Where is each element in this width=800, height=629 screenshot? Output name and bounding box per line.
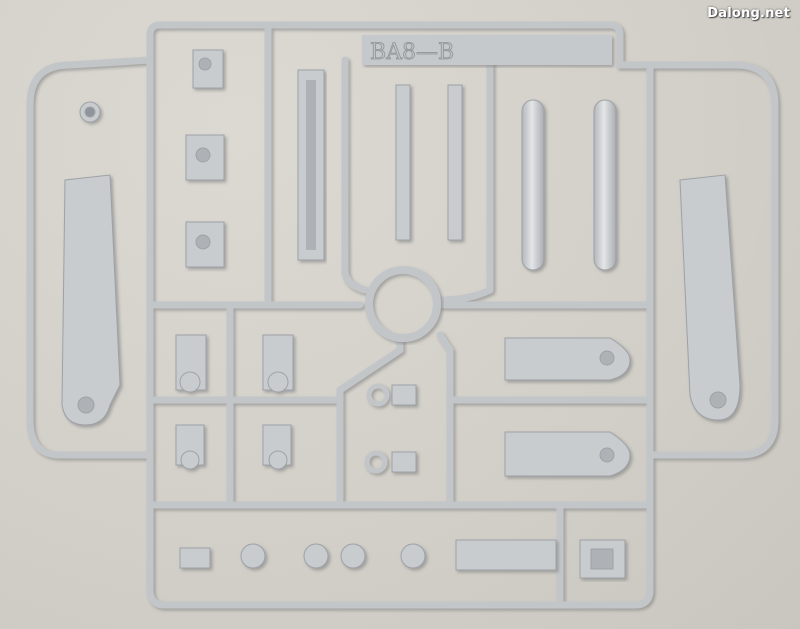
side-arm-parts: [61, 174, 741, 426]
sprue-frame: [26, 21, 779, 609]
joint-parts: [175, 334, 417, 474]
sprue-label-plate: BA8—B: [362, 35, 612, 65]
center-ring: [365, 266, 441, 342]
sprue-code-label: BA8—B: [370, 40, 454, 65]
small-connector-blocks: [79, 49, 225, 268]
plate-parts: [504, 337, 631, 477]
bottom-round-parts: [179, 539, 626, 579]
cylinder-parts: [521, 99, 617, 271]
watermark: Dalong.net: [707, 6, 790, 21]
thin-strips: [395, 84, 463, 241]
long-rail-part: [297, 69, 325, 261]
